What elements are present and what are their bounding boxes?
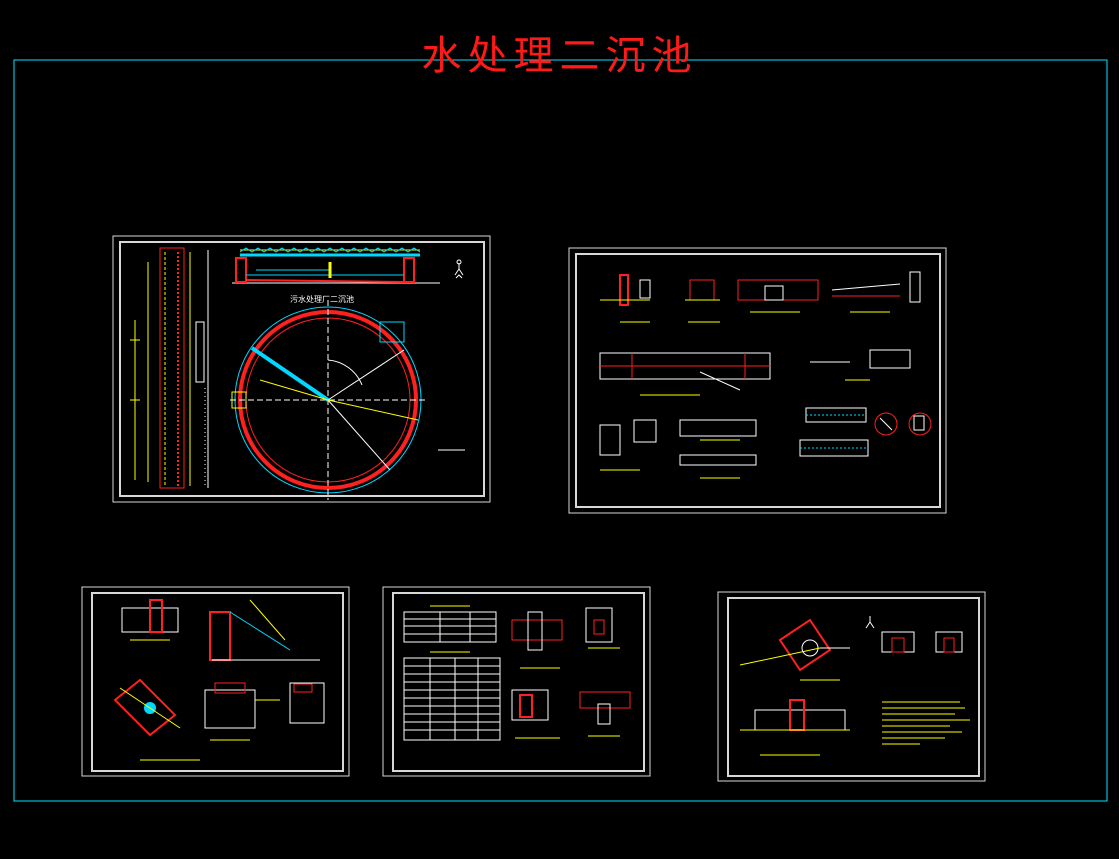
section-elevation: 污水处理厂二沉池 <box>232 247 464 304</box>
sheet-plan-section[interactable]: 污水处理厂二沉池 <box>112 235 491 503</box>
sheet5-details <box>739 616 970 756</box>
detail-row-3 <box>599 407 932 479</box>
clarifier-plan <box>230 300 465 500</box>
detail-row-1 <box>600 271 921 323</box>
left-detail-strip <box>130 247 209 489</box>
rebar-tables <box>403 605 631 741</box>
sheet1-label: 污水处理厂二沉池 <box>290 294 354 304</box>
sheet-details-2[interactable] <box>81 586 350 777</box>
sheet-tables[interactable] <box>382 586 651 777</box>
sheet-details-3[interactable] <box>717 591 986 782</box>
drawing-boundary <box>13 59 1108 802</box>
sheet3-details <box>113 599 325 761</box>
detail-row-2 <box>599 349 911 396</box>
sheet-details-1[interactable] <box>568 247 947 514</box>
